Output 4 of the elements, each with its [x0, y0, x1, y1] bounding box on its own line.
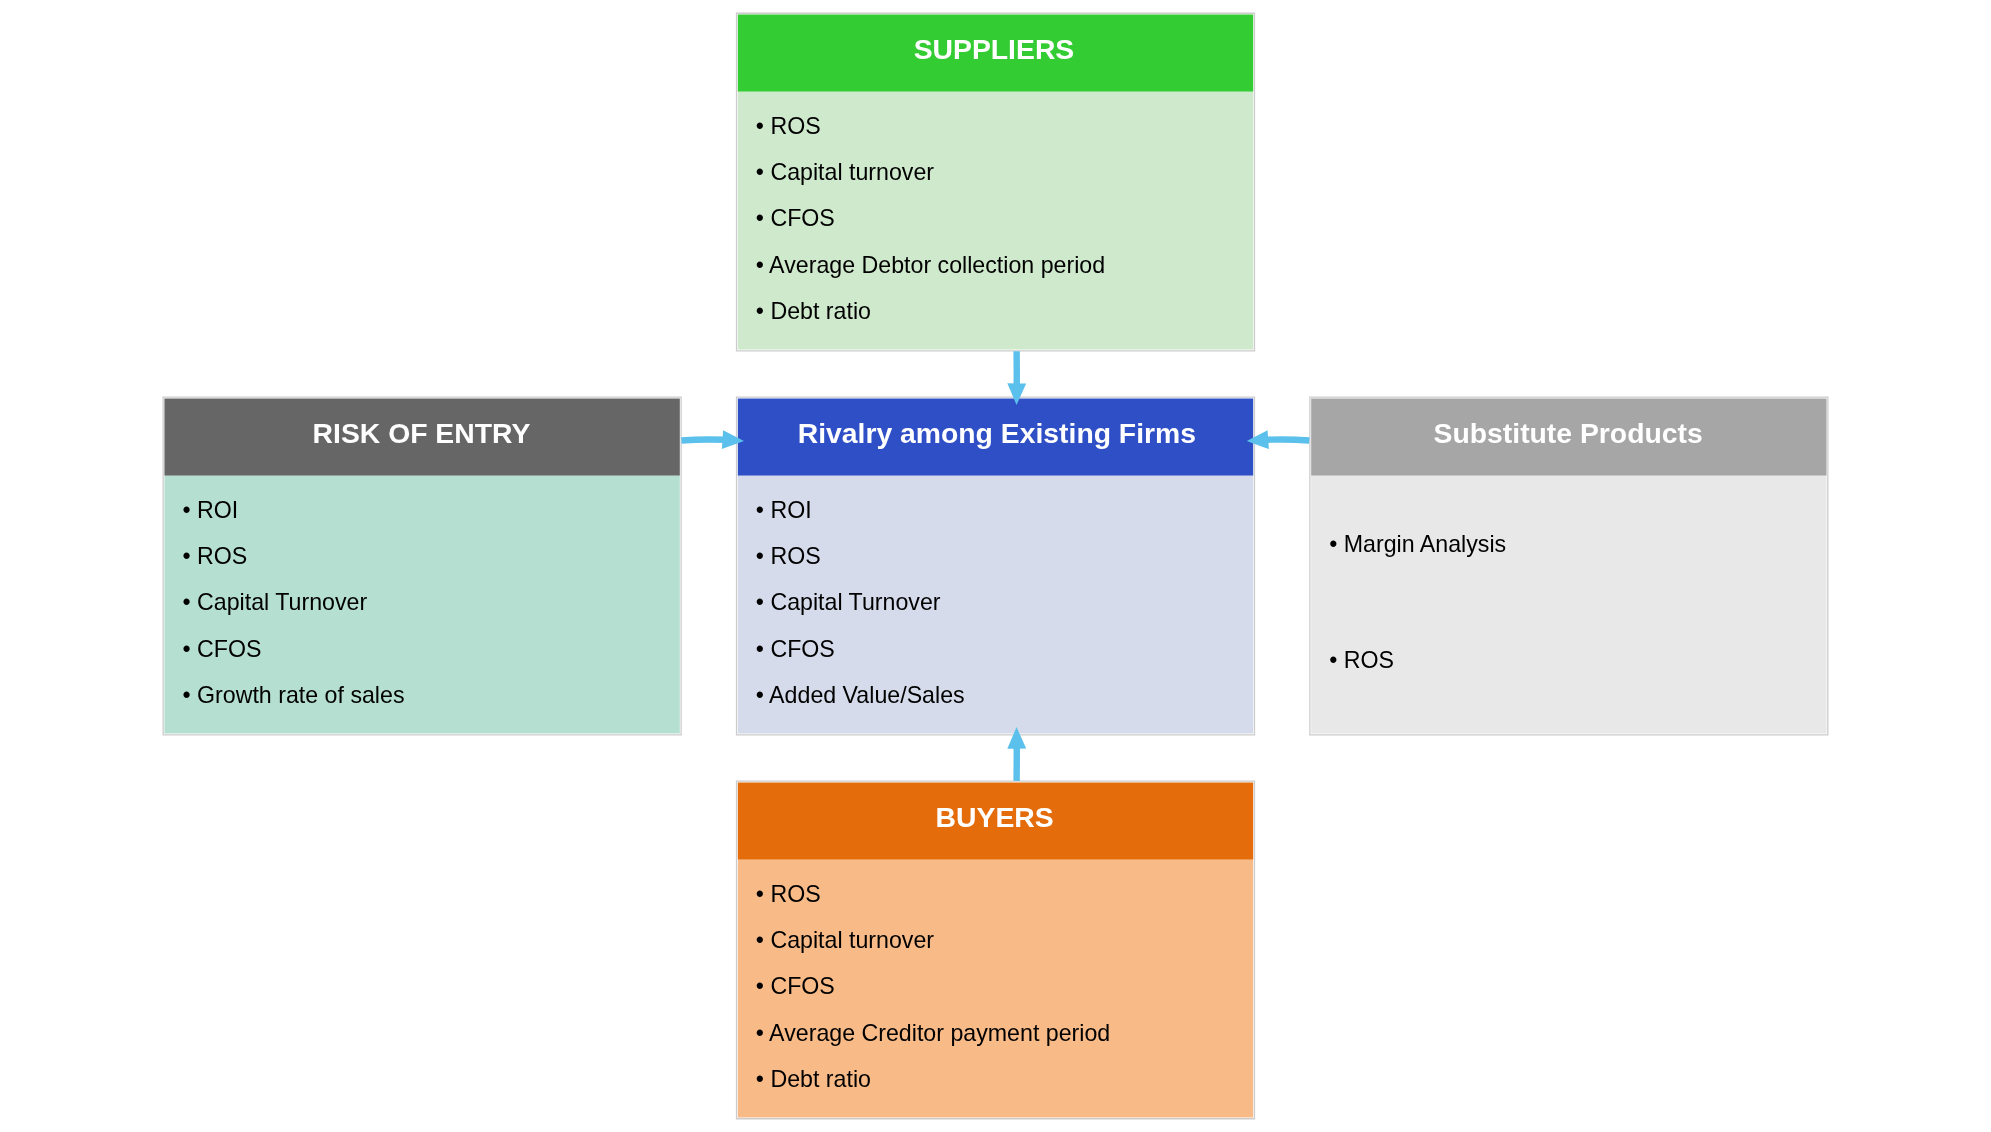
arrow: [1007, 727, 1027, 781]
arrow: [1007, 351, 1027, 405]
arrow: [1246, 430, 1310, 450]
arrow: [681, 430, 744, 450]
